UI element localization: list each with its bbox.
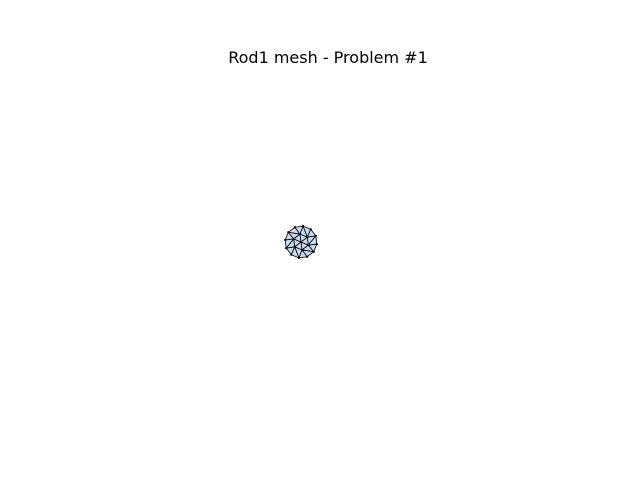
mesh-node bbox=[285, 247, 288, 250]
mesh-node bbox=[290, 253, 293, 256]
mesh-node bbox=[314, 234, 317, 237]
mesh-element bbox=[307, 235, 318, 246]
mesh-node bbox=[284, 238, 287, 242]
mesh-node bbox=[301, 225, 305, 228]
plot-title: Rod1 mesh - Problem #1 bbox=[228, 48, 428, 67]
mesh-node bbox=[309, 228, 312, 231]
mesh-node bbox=[312, 250, 315, 253]
mesh-node bbox=[293, 245, 296, 248]
mesh-node bbox=[306, 255, 309, 258]
mesh-node bbox=[306, 236, 309, 239]
mesh-node bbox=[315, 242, 318, 246]
mesh-node bbox=[292, 237, 295, 240]
mesh-node bbox=[298, 232, 302, 236]
mesh-group bbox=[284, 225, 318, 259]
mesh-node bbox=[287, 231, 290, 234]
mesh-node bbox=[300, 248, 304, 252]
mesh-node bbox=[297, 256, 301, 259]
mesh-node bbox=[293, 226, 296, 229]
mesh-node bbox=[307, 244, 310, 247]
mesh-node bbox=[299, 240, 303, 244]
